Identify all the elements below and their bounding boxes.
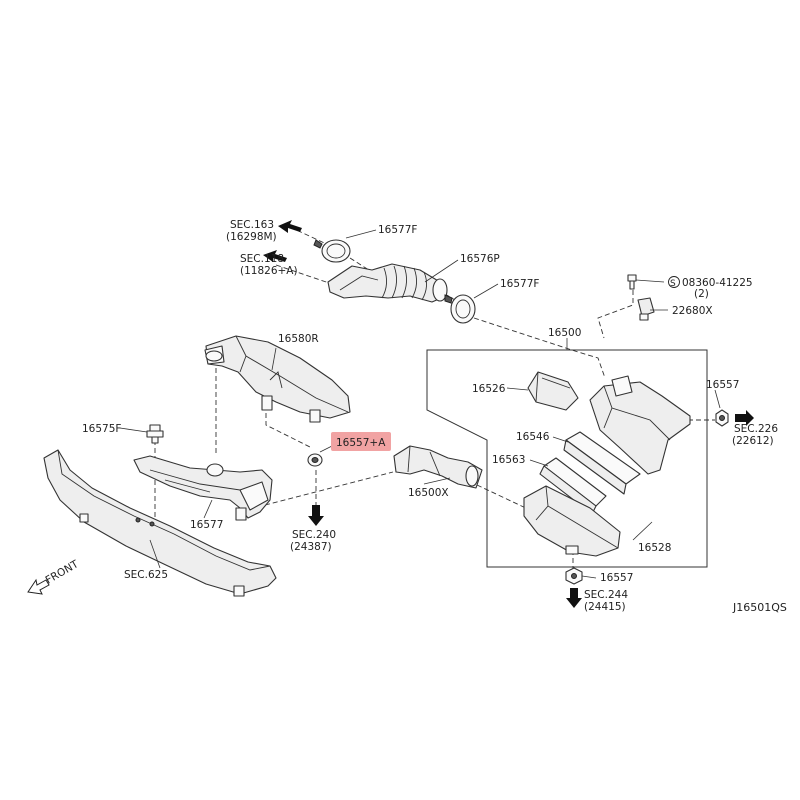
- sec244-label: SEC.244: [584, 589, 628, 601]
- cover-16526: [527, 371, 579, 411]
- hose-16576P: [327, 263, 448, 303]
- sec625-label: SEC.625: [124, 569, 168, 581]
- grommet-16557A: [307, 453, 323, 467]
- label-16557-right: 16557: [706, 379, 739, 391]
- label-16576P: 16576P: [460, 253, 500, 265]
- duct-16577: [133, 455, 273, 521]
- clamp-16577F-mid: [444, 294, 476, 324]
- label-16546: 16546: [516, 431, 550, 443]
- sec240-code: (24387): [290, 541, 332, 553]
- arrow-sec226: [735, 410, 754, 426]
- label-s-symbol: S: [670, 279, 676, 289]
- front-label: FRONT: [44, 558, 82, 587]
- sec118-label: SEC.118: [240, 253, 284, 265]
- sensor-22680X: [627, 274, 655, 321]
- arrow-sec163: [278, 220, 302, 233]
- upper-housing: [589, 375, 691, 475]
- radiator-core-support: [43, 449, 277, 597]
- assembly-outline-16500: [426, 349, 708, 568]
- highlight-box: [331, 432, 391, 451]
- duct-16500X: [393, 445, 483, 489]
- arrow-sec244: [566, 588, 582, 608]
- sec240-label: SEC.240: [292, 529, 336, 541]
- grommet-16557-right: [715, 409, 729, 427]
- sec118-code: (11826+A): [240, 265, 298, 277]
- label-16577: 16577: [190, 519, 223, 531]
- sec163-code: (16298M): [226, 231, 277, 243]
- callout-labels: 16577F 16576P 16577F 16580R 16575F 16557…: [82, 224, 753, 584]
- label-16500X: 16500X: [408, 487, 449, 499]
- front-arrow-icon: [27, 578, 50, 595]
- clamp-16577F-top: [313, 239, 351, 263]
- label-08360-qty: (2): [694, 288, 709, 300]
- label-16580R: 16580R: [278, 333, 319, 345]
- label-16575F: 16575F: [82, 423, 121, 435]
- label-16577F-top: 16577F: [378, 224, 417, 236]
- leader-lines: [119, 229, 721, 579]
- sec226-label: SEC.226: [734, 423, 778, 435]
- lower-housing-16528: [523, 485, 621, 557]
- label-16500: 16500: [548, 327, 581, 339]
- s-symbol-circle: [668, 276, 680, 288]
- section-references: SEC.163 (16298M) SEC.118 (11826+A) SEC.2…: [124, 219, 778, 613]
- grommet-16557-bottom: [565, 567, 583, 585]
- arrow-sec240: [308, 505, 324, 526]
- sec226-code: (22612): [732, 435, 774, 447]
- bolt-16575F: [146, 424, 164, 444]
- arrow-sec118: [263, 250, 287, 262]
- resonator-16580R: [204, 335, 351, 423]
- front-indicator: FRONT: [27, 558, 82, 595]
- sec163-label: SEC.163: [230, 219, 274, 231]
- label-22680X: 22680X: [672, 305, 713, 317]
- assembly-dashed-paths: [154, 226, 715, 570]
- label-16563: 16563: [492, 454, 525, 466]
- label-16526: 16526: [472, 383, 506, 395]
- label-16528: 16528: [638, 542, 671, 554]
- label-16577F-mid: 16577F: [500, 278, 539, 290]
- filter-element-16546: [563, 431, 641, 495]
- sec244-code: (24415): [584, 601, 626, 613]
- label-08360-41225: 08360-41225: [682, 277, 753, 289]
- diagram-id: J16501QS: [732, 601, 787, 614]
- label-16557-bottom: 16557: [600, 572, 633, 584]
- label-16557A: 16557+A: [336, 437, 386, 449]
